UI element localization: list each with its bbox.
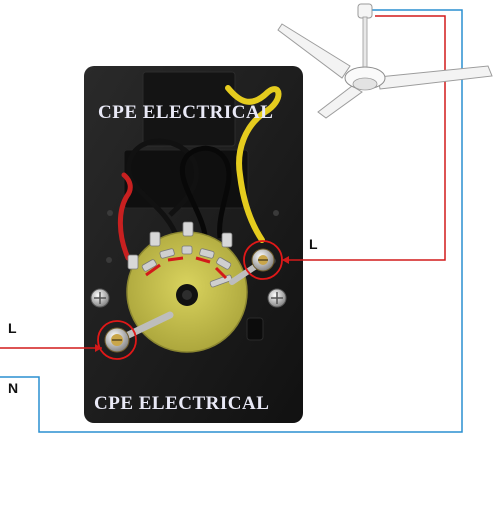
screw-icon	[90, 288, 110, 308]
neutral-wire	[0, 9, 463, 433]
ceiling-fan-icon	[277, 3, 493, 119]
live-wire	[0, 15, 446, 349]
terminal-screw-right-icon	[251, 248, 275, 272]
terminal-screw-left-icon	[104, 327, 130, 353]
highlight-circle-left	[97, 320, 137, 360]
neutral-label: N	[8, 380, 19, 396]
line-label-right: L	[309, 236, 318, 252]
watermark-bottom: CPE ELECTRICAL	[94, 393, 270, 414]
screws	[90, 248, 287, 353]
screw-icon	[267, 288, 287, 308]
watermark-top: CPE ELECTRICAL	[98, 102, 274, 123]
arrow-icon	[282, 256, 289, 264]
line-label-left: L	[8, 320, 17, 336]
arrow-icon	[95, 344, 102, 352]
internal-wires	[117, 85, 282, 261]
